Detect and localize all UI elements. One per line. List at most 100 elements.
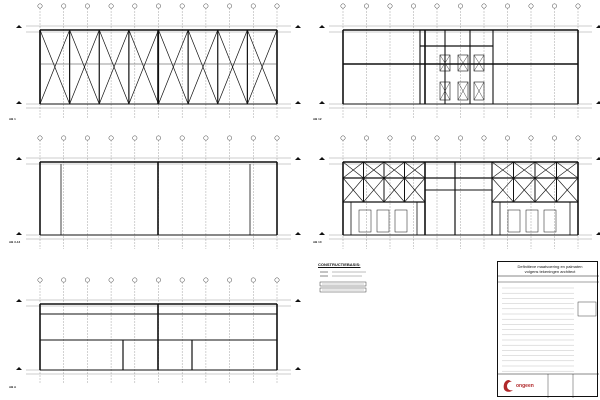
grid-bubble <box>156 3 161 9</box>
grid-bubble <box>387 135 393 141</box>
legend-lines <box>319 271 367 293</box>
grid-bubble <box>274 135 280 141</box>
grid-bubble <box>132 3 138 9</box>
level-marker-icon <box>295 25 301 28</box>
window-mark <box>457 54 469 72</box>
title-block-lines <box>498 275 599 398</box>
grid-bubble <box>250 135 256 141</box>
brace <box>556 177 579 203</box>
grid-bubble <box>340 135 346 141</box>
brace <box>513 161 536 179</box>
brace <box>383 161 405 179</box>
grid-bubble <box>411 3 416 9</box>
grid-bubble <box>132 277 138 283</box>
door-mark <box>439 81 451 101</box>
grid-bubble <box>528 135 534 141</box>
grid-bubble <box>434 3 440 9</box>
door <box>525 209 539 233</box>
grid-bubble <box>364 3 369 9</box>
grid-bubble <box>179 277 185 283</box>
brace <box>363 161 385 179</box>
door <box>376 209 390 233</box>
title-line-2: volgens tekeningen architect <box>524 269 576 274</box>
grid-bubble <box>505 3 510 9</box>
grid-bubble <box>481 3 487 9</box>
level-marker-icon <box>596 232 600 235</box>
grid-bubble <box>250 3 256 9</box>
brace <box>534 177 557 203</box>
grid-bubble <box>274 3 280 9</box>
grid-bubble <box>250 277 256 283</box>
level-marker-icon <box>295 157 301 160</box>
brace <box>383 177 405 203</box>
brace <box>534 161 557 179</box>
brace <box>217 29 248 105</box>
window <box>439 54 451 72</box>
level-marker-icon <box>319 232 325 235</box>
grid-bubble <box>505 135 510 141</box>
grid-bubble <box>411 135 416 141</box>
legend-box: CONSTRUCTIEBASIS: <box>318 262 370 302</box>
grid-bubble <box>203 3 209 9</box>
title-block: Definitieve maatvoering en palmaten volg… <box>497 261 599 398</box>
door <box>507 209 521 233</box>
logo-text: ongeen <box>516 383 534 389</box>
frame-layer <box>39 29 579 371</box>
door <box>439 81 451 101</box>
level-marker-icon <box>319 25 325 28</box>
grid-bubble <box>387 3 393 9</box>
door <box>358 209 372 233</box>
grid-bubble <box>61 135 67 141</box>
grid-bubble <box>37 277 43 283</box>
brace <box>98 29 130 105</box>
grid-bubble <box>37 135 43 141</box>
brace <box>247 29 278 105</box>
grid-bubble <box>364 135 369 141</box>
title-block-heading: Definitieve maatvoering en palmaten volg… <box>510 264 590 274</box>
grid-bubble <box>108 3 114 9</box>
grid-bubble <box>108 135 114 141</box>
brace <box>342 177 364 203</box>
level-marker-icon <box>16 157 22 160</box>
level-marker-icon <box>596 101 600 104</box>
grid-bubble <box>481 135 487 141</box>
window-mark <box>473 54 485 72</box>
level-marker-icon <box>319 101 325 104</box>
level-marker-icon <box>596 25 600 28</box>
level-marker-icon <box>295 367 301 370</box>
door-mark <box>473 81 485 101</box>
brace <box>491 161 514 179</box>
view-label-b2: AB 10 <box>313 240 322 244</box>
elevation-view-1 <box>39 29 278 105</box>
level-marker-icon <box>16 367 22 370</box>
level-marker-icon <box>295 299 301 302</box>
grid-bubble <box>274 277 280 283</box>
elevation-view-3 <box>39 161 278 236</box>
door <box>543 209 557 233</box>
grid-bubble <box>37 3 43 9</box>
title-line-1: Definitieve maatvoering en palmaten <box>517 264 583 269</box>
view-label-a3: AB A <box>9 385 17 389</box>
brace <box>158 29 189 105</box>
level-marker-icon <box>596 157 600 160</box>
brace <box>342 161 364 179</box>
grid-bubble <box>575 135 581 141</box>
brace <box>404 177 426 203</box>
grid-bubble <box>340 3 346 9</box>
grid-bubble <box>156 277 161 283</box>
brace <box>128 29 159 105</box>
grid-bubble <box>179 3 185 9</box>
window <box>457 54 469 72</box>
brace <box>556 161 579 179</box>
brace <box>404 161 426 179</box>
door-mark <box>457 81 469 101</box>
grid-bubble <box>227 3 233 9</box>
level-marker-icon <box>295 101 301 104</box>
window-mark <box>439 54 451 72</box>
window <box>473 54 485 72</box>
grid-bubble <box>552 135 557 141</box>
view-label-a1: AB 1 <box>9 117 16 121</box>
grid-bubble <box>458 3 463 9</box>
brace <box>39 29 70 105</box>
